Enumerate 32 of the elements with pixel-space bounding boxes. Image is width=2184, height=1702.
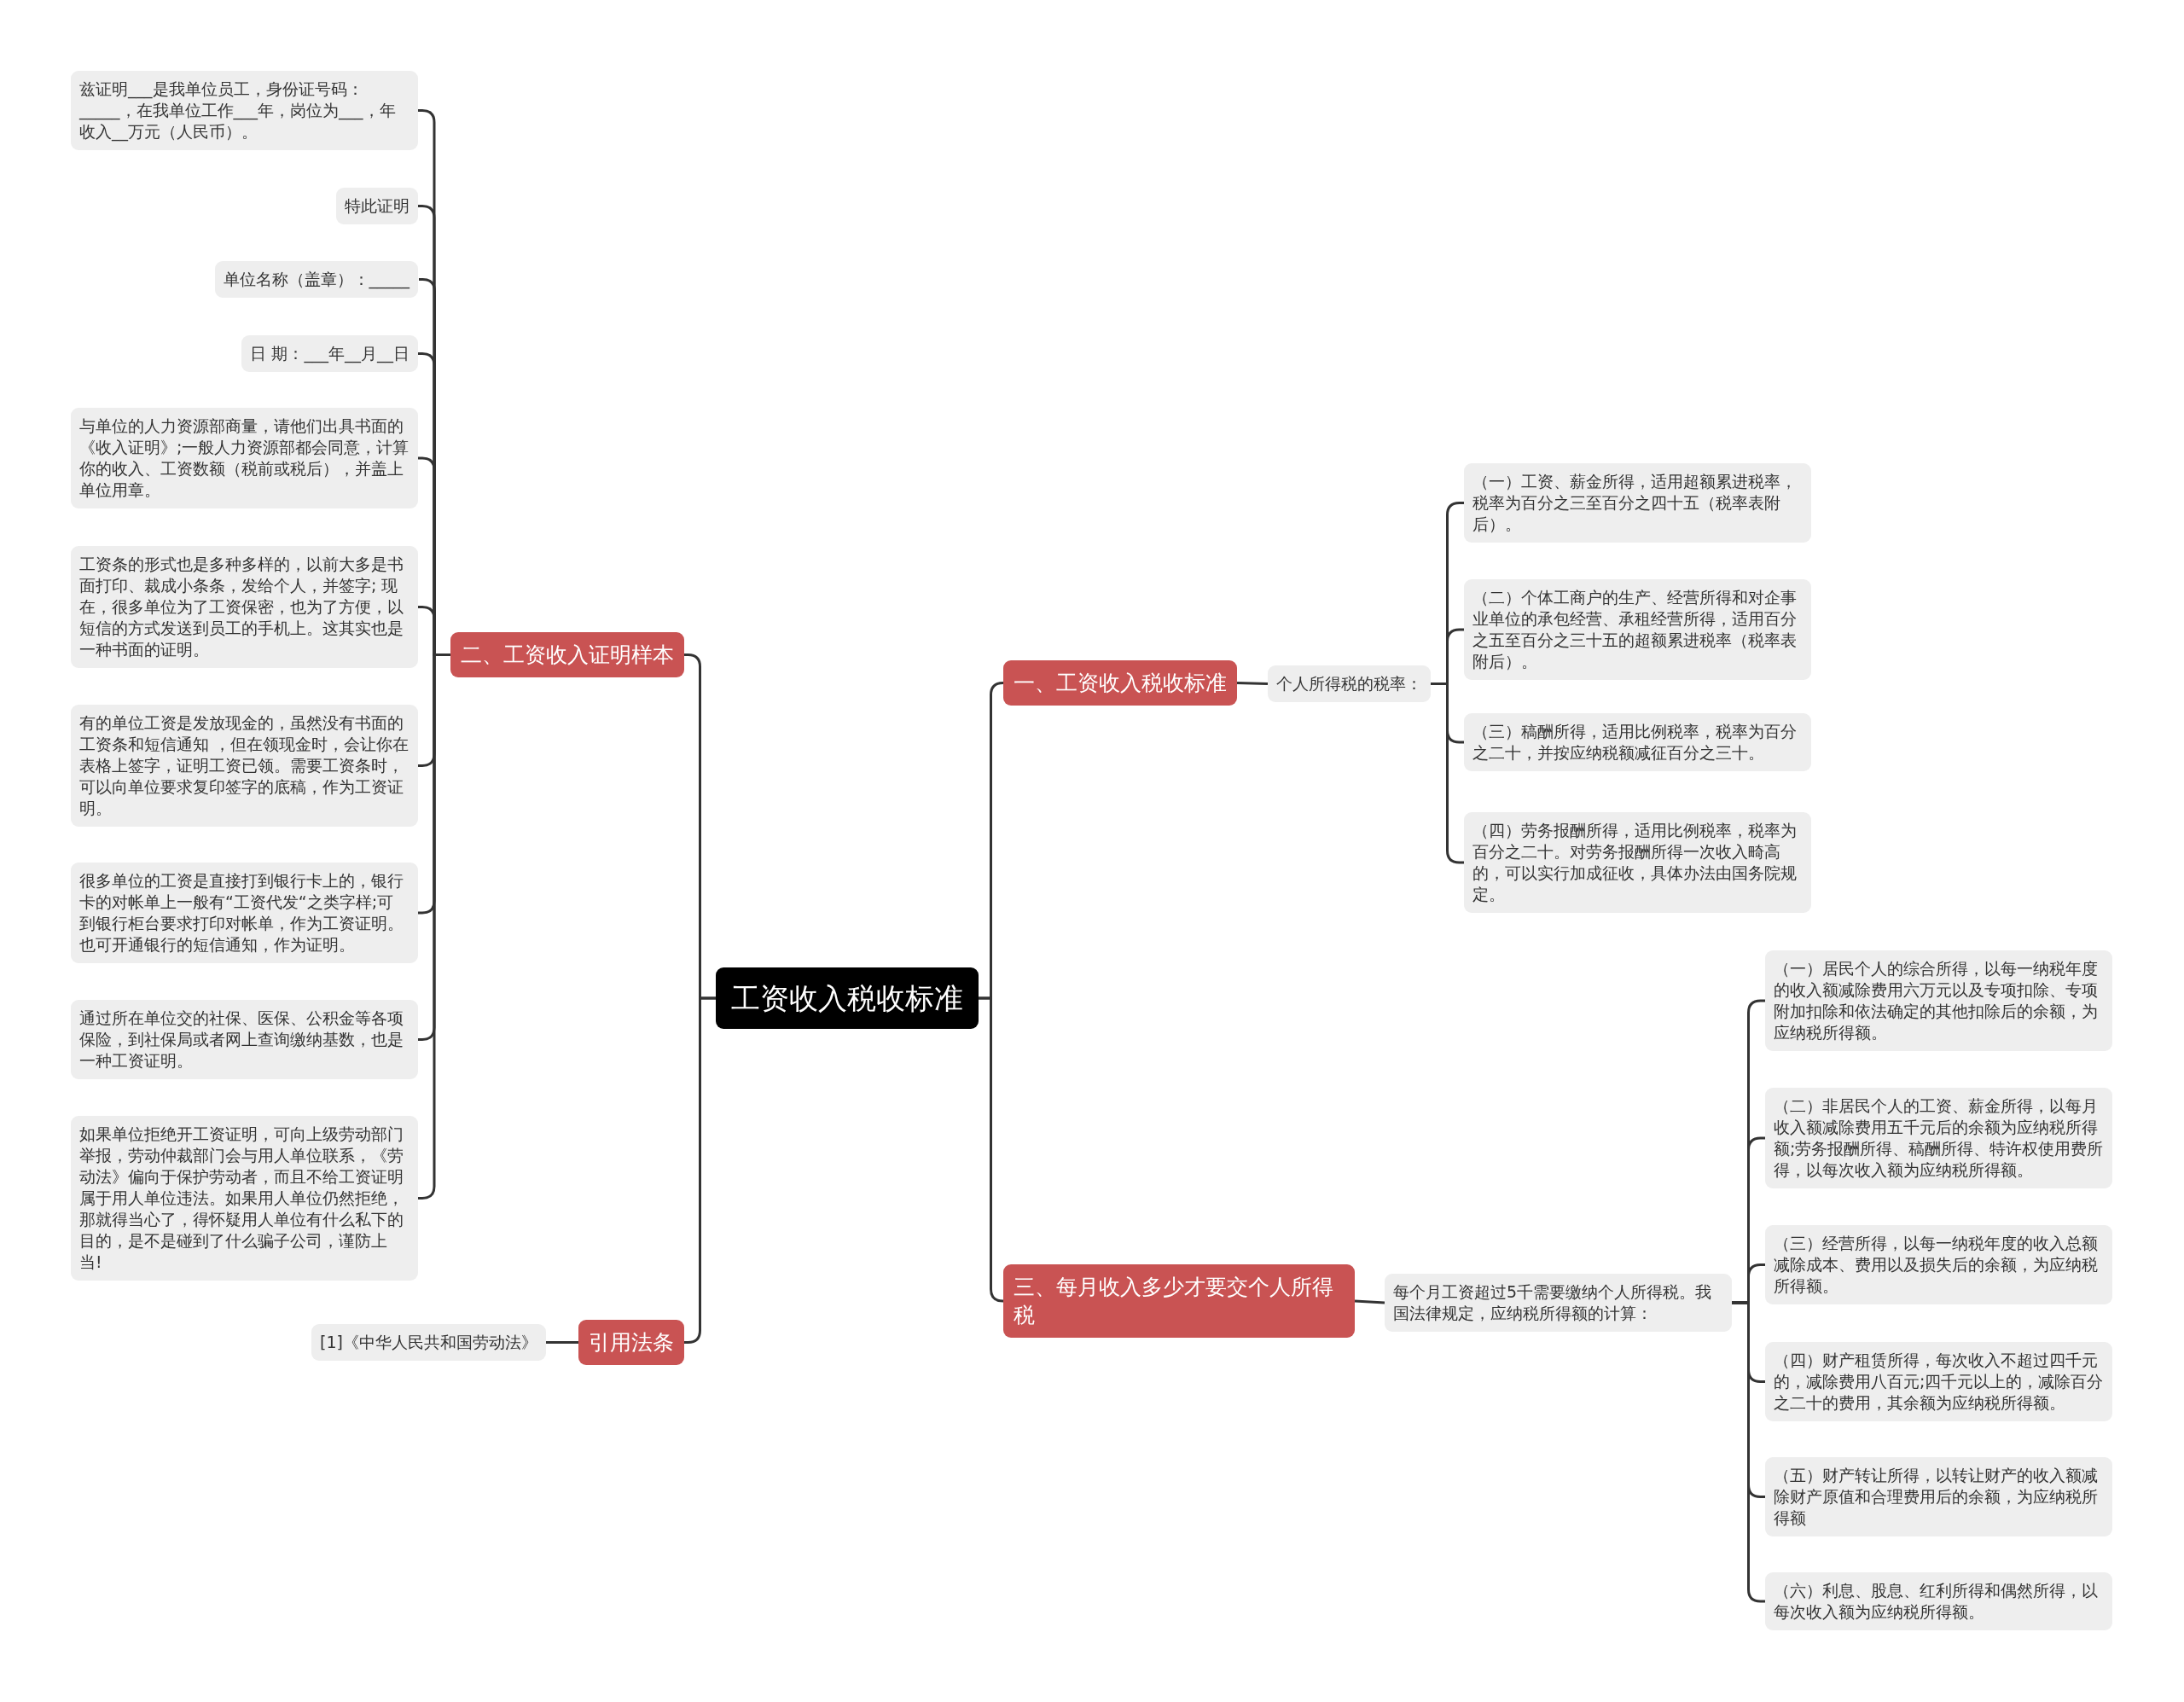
note-box: （四）劳务报酬所得，适用比例税率，税率为百分之二十。对劳务报酬所得一次收入畸高的，可以实行加成征收，具体办法由国务院规定。 [1464, 812, 1811, 913]
central-topic-box: 工资收入税收标准 [716, 967, 979, 1029]
note-box: 兹证明___是我单位员工，身份证号码：_____，在我单位工作___年，岗位为___，年收入__万元（人民币）。 [71, 70, 418, 150]
note-box: （三）稿酬所得，适用比例税率，税率为百分之二十，并按应纳税额减征百分之三十。 [1464, 713, 1811, 771]
connector-line [546, 1341, 578, 1344]
note-box: （五）财产转让所得，以转让财产的收入额减除财产原值和合理费用后的余额，为应纳税所得额 [1765, 1456, 2112, 1536]
note-box: （四）财产租赁所得，每次收入不超过四千元的，减除费用八百元;四千元以上的，减除百分之二十的费用，其余额为应纳税所得额。 [1765, 1341, 2112, 1421]
note-box: （六）利息、股息、红利所得和偶然所得，以每次收入额为应纳税所得额。 [1765, 1572, 2112, 1630]
connector-line [979, 996, 1004, 1303]
note-box: （三）经营所得，以每一纳税年度的收入总额减除成本、费用以及损失后的余额，为应纳税所得额。 [1765, 1224, 2112, 1304]
branch-topic-box: 一、工资收入税收标准 [1003, 659, 1237, 706]
note-box: 如果单位拒绝开工资证明，可向上级劳动部门举报，劳动仲裁部门会与用人单位联系，《劳动法》偏向于保护劳动者，而且不给工资证明属于用人单位违法。如果用人单位仍然拒绝，那就得当心了，得怀疑用人单位有什么私下的目的，是不是碰到了什么骗子公司，谨防上当! [71, 1115, 418, 1281]
note-box: （一）工资、薪金所得，适用超额累进税率，税率为百分之三至百分之四十五（税率表附后）。 [1464, 462, 1811, 543]
connector-line [1236, 682, 1269, 685]
note-box: （二）个体工商户的生产、经营所得和对企事业单位的承包经营、承租经营所得，适用百分之五至百分之三十五的超额累进税率（税率表附后）。 [1464, 579, 1811, 680]
note-box: 每个月工资超过5千需要缴纳个人所得税。我国法律规定，应纳税所得额的计算： [1385, 1274, 1732, 1332]
note-box: （一）居民个人的综合所得，以每一纳税年度的收入额减除费用六万元以及专项扣除、专项附加扣除和依法确定的其他扣除后的余额，为应纳税所得额。 [1765, 950, 2112, 1051]
note-box: 有的单位工资是发放现金的，虽然没有书面的工资条和短信通知 ，但在领现金时，会让你在表格上签字，证明工资已领。需要工资条时，可以向单位要求复印签字的底稿，作为工资证明。 [71, 704, 418, 827]
note-box: 工资条的形式也是多种多样的，以前大多是书面打印、裁成小条条，发给个人，并签字; 现在，很多单位为了工资保密，也为了方便，以短信的方式发送到员工的手机上。这其实也是一种书面的证明。 [71, 545, 418, 668]
note-box: 日 期：___年__月__日 [241, 334, 418, 372]
note-box: 单位名称（盖章）：_____ [214, 260, 418, 298]
note-box: 与单位的人力资源部商量，请他们出具书面的《收入证明》;一般人力资源部都会同意，计算你的收入、工资数额（税前或税后），并盖上单位用章。 [71, 408, 418, 508]
connector-line [1354, 1299, 1385, 1304]
note-box: 通过所在单位交的社保、医保、公积金等各项保险，到社保局或者网上查询缴纳基数，也是一种工资证明。 [71, 999, 418, 1079]
branch-topic-box: 引用法条 [578, 1319, 684, 1365]
note-box: 很多单位的工资是直接打到银行卡上的，银行卡的对帐单上一般有“工资代发“之类字样;可到银行柜台要求打印对帐单，作为工资证明。也可开通银行的短信通知，作为证明。 [71, 863, 418, 963]
branch-topic-box: 三、每月收入多少才要交个人所得税 [1003, 1264, 1355, 1338]
note-box: （二）非居民个人的工资、薪金所得，以每月收入额减除费用五千元后的余额为应纳税所得额;劳务报酬所得、稿酬所得、特许权使用费所得，以每次收入额为应纳税所得额。 [1765, 1088, 2112, 1188]
note-box: [1]《中华人民共和国劳动法》 [311, 1323, 546, 1361]
note-box: 个人所得税的税率： [1268, 665, 1431, 702]
note-box: 特此证明 [336, 187, 418, 224]
branch-topic-box: 二、工资收入证明样本 [450, 631, 684, 677]
